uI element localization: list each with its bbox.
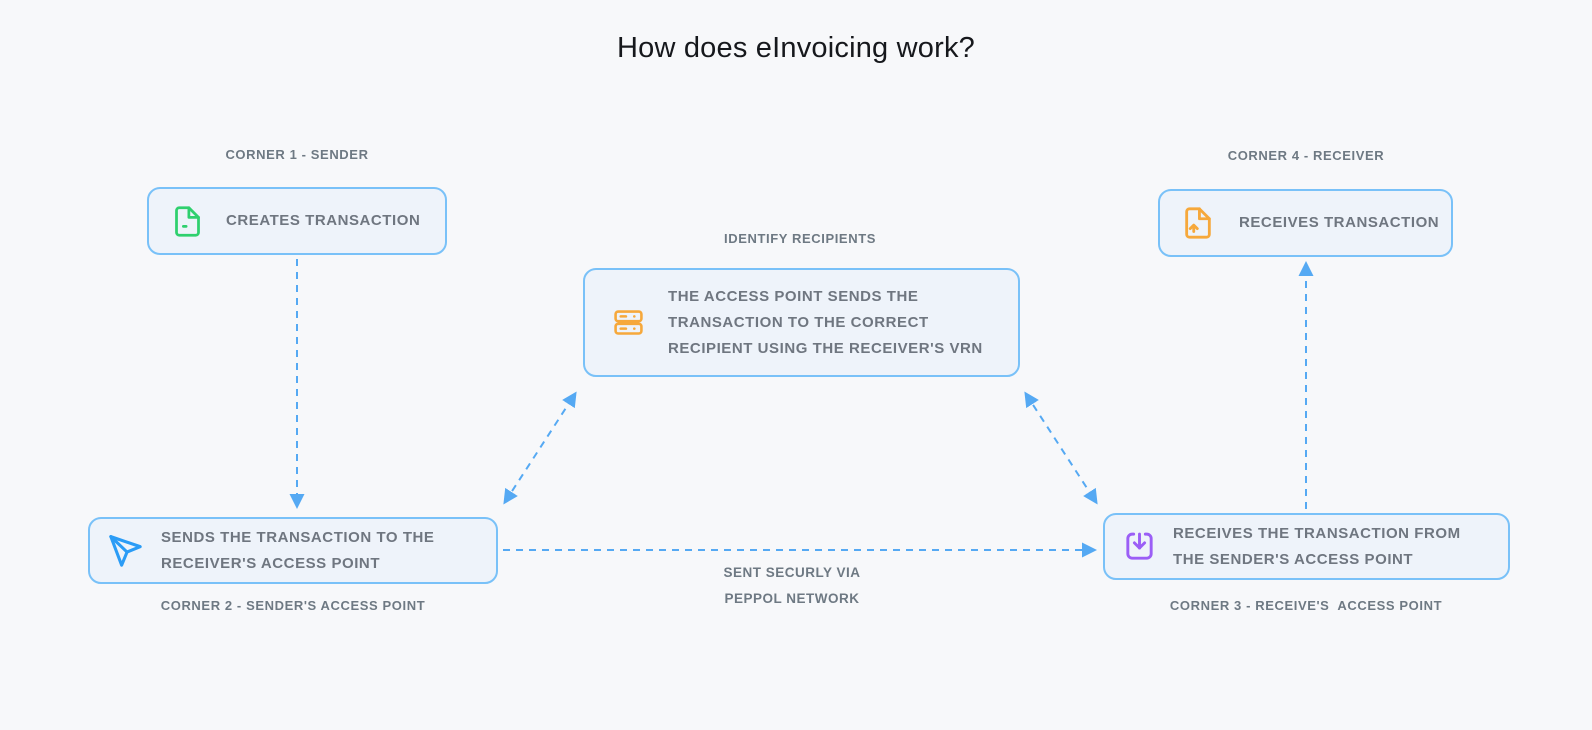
corner4-box-text: RECEIVES TRANSACTION: [1239, 214, 1440, 231]
peppol-network-annotation-line2: PEPPOL NETWORK: [724, 591, 860, 606]
corner1-sender-box: CREATES TRANSACTION: [147, 187, 447, 255]
page-title: How does eInvoicing work?: [616, 32, 975, 64]
corner1-label: CORNER 1 - SENDER: [225, 147, 369, 162]
corner4-receiver-box: RECEIVES TRANSACTION: [1158, 189, 1453, 257]
corner2-box-text: SENDS THE TRANSACTION TO THE RECEIVER'S …: [161, 528, 435, 572]
corner2-senders-access-point-box: SENDS THE TRANSACTION TO THE RECEIVER'S …: [88, 517, 498, 584]
inbox-download-icon: [1122, 529, 1157, 564]
file-upload-icon: [1181, 206, 1215, 240]
server-icon: [613, 307, 644, 338]
arrow-corner2-identify: [503, 391, 577, 505]
corner4-label: CORNER 4 - RECEIVER: [1227, 148, 1385, 163]
send-icon: [107, 532, 144, 569]
identify-recipients-box: THE ACCESS POINT SENDS THE TRANSACTION T…: [583, 268, 1020, 377]
corner3-label: CORNER 3 - RECEIVE'S ACCESS POINT: [1169, 598, 1443, 613]
peppol-network-annotation-line1: SENT SECURLY VIA: [723, 565, 861, 580]
arrow-identify-corner3: [1024, 391, 1098, 505]
corner2-label: CORNER 2 - SENDER'S ACCESS POINT: [160, 598, 426, 613]
file-icon: [171, 205, 204, 238]
corner1-box-text: CREATES TRANSACTION: [226, 212, 421, 229]
corner3-receivers-access-point-box: RECEIVES THE TRANSACTION FROM THE SENDER…: [1103, 513, 1510, 580]
identify-box-text: THE ACCESS POINT SENDS THE TRANSACTION T…: [668, 287, 983, 357]
identify-recipients-label: IDENTIFY RECIPIENTS: [723, 231, 877, 246]
corner3-box-text: RECEIVES THE TRANSACTION FROM THE SENDER…: [1173, 524, 1461, 568]
